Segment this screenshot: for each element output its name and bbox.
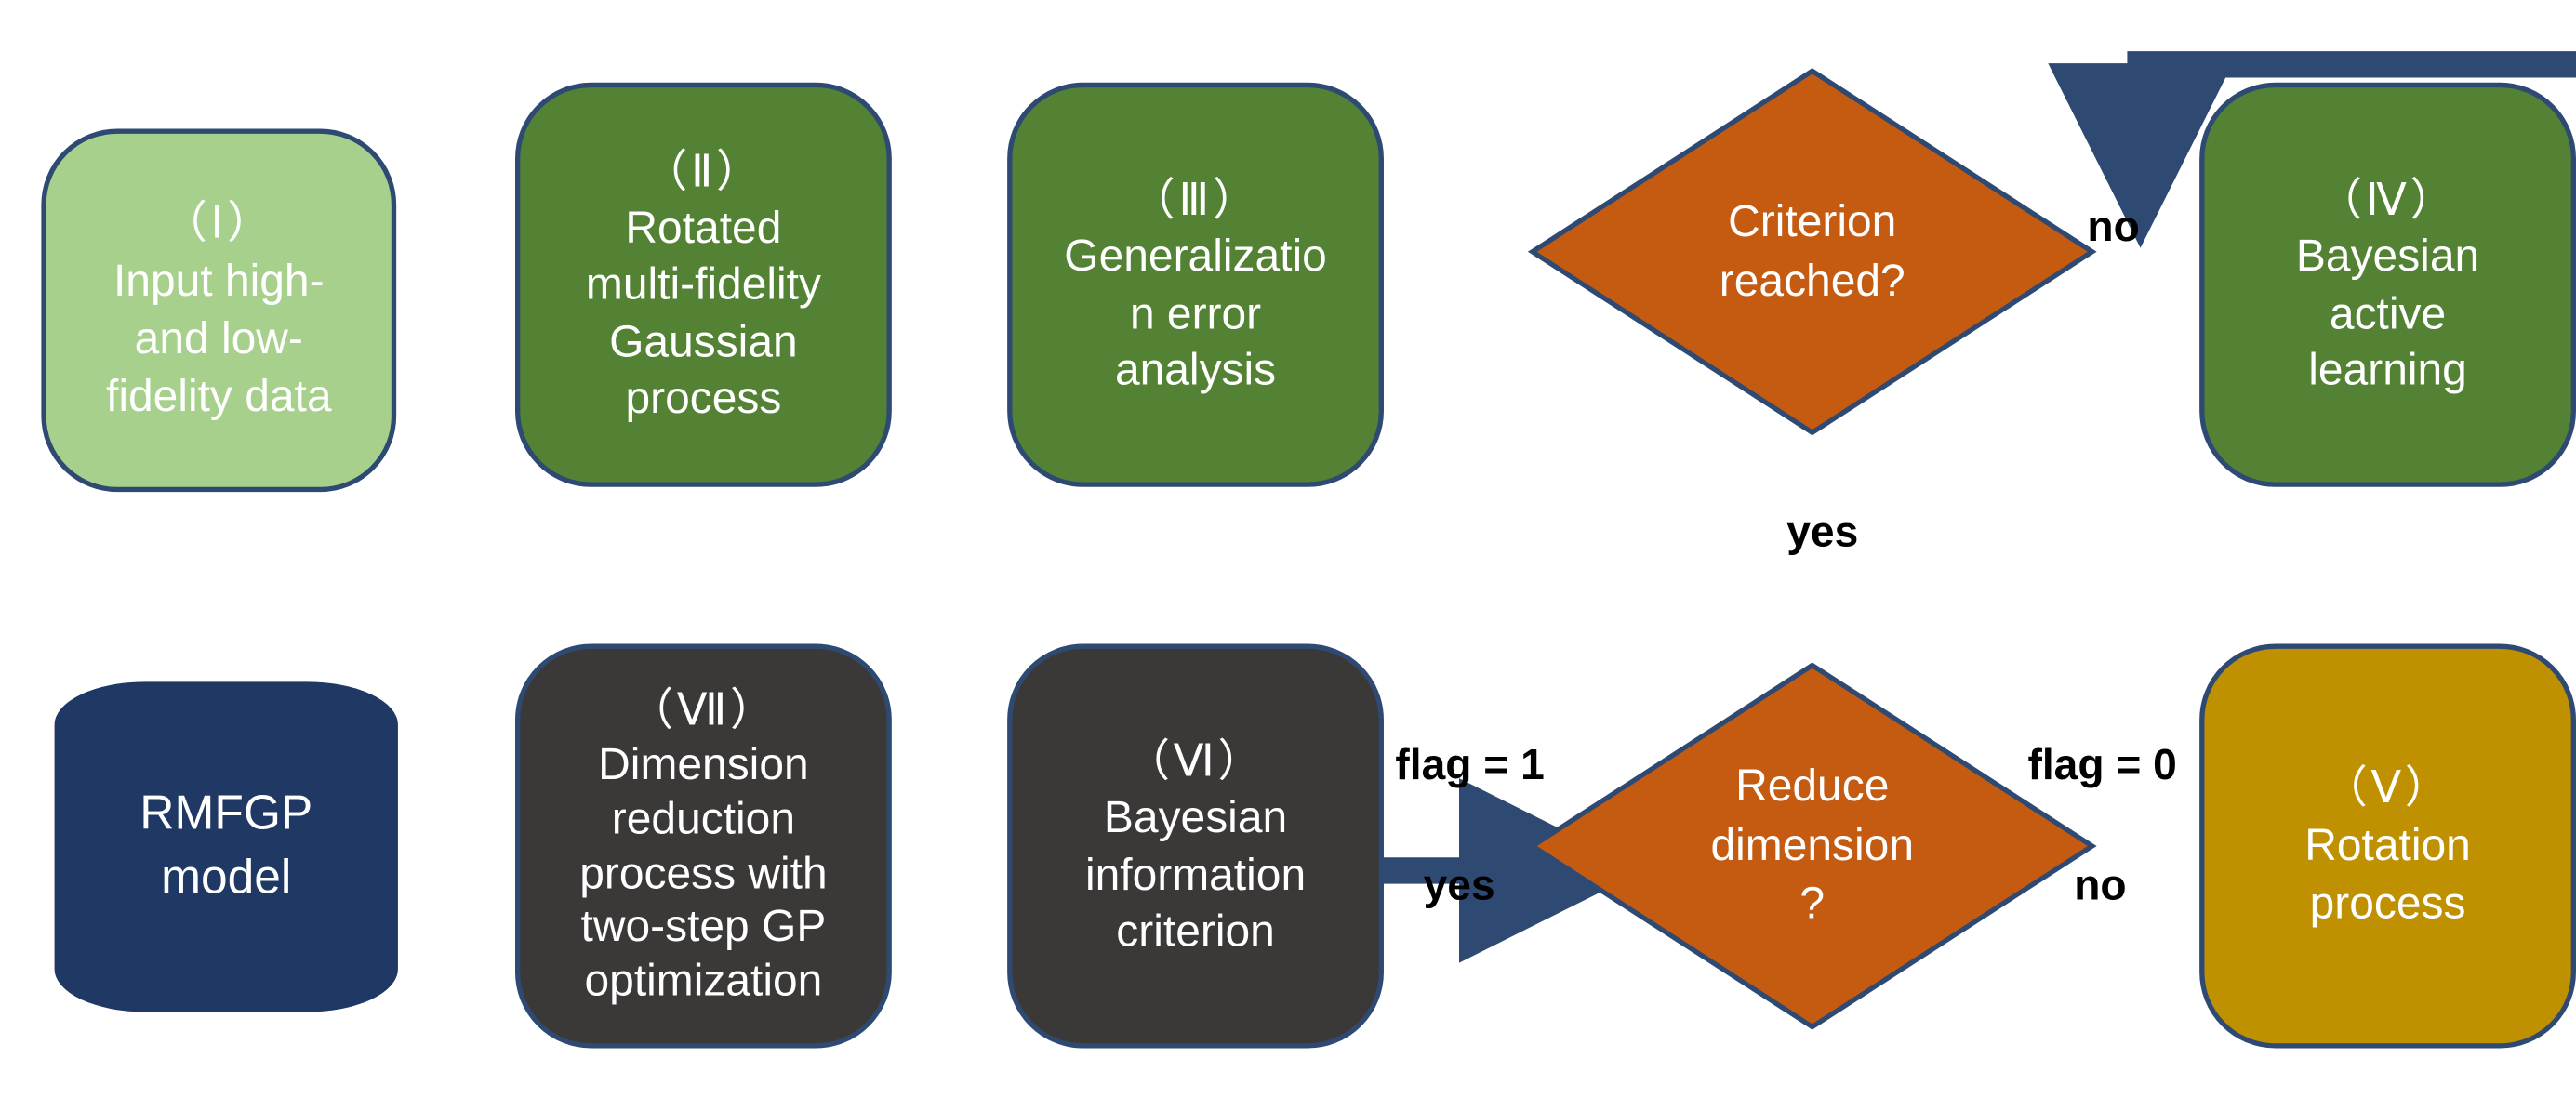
node-step1-input-data[interactable]: （Ⅰ） Input high- and low- fidelity data xyxy=(41,128,397,493)
node-step7-line1: Dimension xyxy=(598,738,809,789)
node-step2-line1: Rotated xyxy=(625,204,782,254)
node-step1-line1: Input high- xyxy=(113,256,325,306)
node-step1-line3: fidelity data xyxy=(106,371,332,421)
node-step7-dimension-reduction[interactable]: （Ⅶ） Dimension reduction process with two… xyxy=(514,643,892,1049)
node-step3-generalization-error[interactable]: （Ⅲ） Generalizatio n error analysis xyxy=(1007,82,1384,487)
node-step4-roman: （Ⅳ） xyxy=(2317,176,2458,226)
node-step6-line3: criterion xyxy=(1116,905,1275,956)
node-step2-line3: Gaussian xyxy=(609,316,798,366)
node-step1-roman: （Ⅰ） xyxy=(162,197,275,248)
node-step5-line2: process xyxy=(2309,878,2466,928)
node-output-line2: model xyxy=(161,852,292,906)
decision1-diamond-shape xyxy=(1527,68,2097,436)
edge-label-criterion-yes: yes xyxy=(1786,507,1859,557)
node-step7-line4: two-step GP xyxy=(580,902,827,952)
node-step7-line3: process with xyxy=(579,847,828,898)
node-step5-line1: Rotation xyxy=(2304,820,2471,870)
node-step3-roman: （Ⅲ） xyxy=(1130,176,1261,226)
node-step4-bayesian-active-learning[interactable]: （Ⅳ） Bayesian active learning xyxy=(2199,82,2576,487)
node-step4-line1: Bayesian xyxy=(2295,231,2480,282)
node-step6-roman: （Ⅵ） xyxy=(1125,736,1266,787)
node-step7-line2: reduction xyxy=(611,793,796,843)
node-decision1-criterion-reached[interactable]: Criterion reached? xyxy=(1527,66,2097,438)
edge-label-reduce-flag-one: flag = 1 xyxy=(1395,739,1545,789)
node-step6-line2: information xyxy=(1084,849,1307,899)
node-output-line1: RMFGP xyxy=(139,787,313,841)
node-step6-bayesian-information-criterion[interactable]: （Ⅵ） Bayesian information criterion xyxy=(1007,643,1384,1049)
edge-label-reduce-yes: yes xyxy=(1423,860,1495,910)
edge-label-criterion-no: no xyxy=(2087,201,2140,251)
node-step3-line2: n error xyxy=(1129,287,1262,338)
node-step2-line4: process xyxy=(625,372,782,422)
node-step7-line5: optimization xyxy=(584,956,823,1007)
node-step4-line3: learning xyxy=(2308,344,2467,394)
node-step1-line2: and low- xyxy=(134,313,303,364)
node-step3-line3: analysis xyxy=(1114,344,1277,394)
edge-label-reduce-no: no xyxy=(2074,860,2127,910)
node-step4-line2: active xyxy=(2329,287,2447,338)
node-step7-roman: （Ⅶ） xyxy=(629,684,778,734)
decision2-diamond-shape xyxy=(1527,662,2097,1030)
node-step2-line2: multi-fidelity xyxy=(585,259,821,310)
node-step6-line1: Bayesian xyxy=(1103,793,1288,843)
edge-label-reduce-flag-zero: flag = 0 xyxy=(2027,739,2177,789)
node-step3-line1: Generalizatio xyxy=(1064,231,1327,282)
node-step2-roman: （Ⅱ） xyxy=(643,147,764,198)
node-decision2-reduce-dimension[interactable]: Reduce dimension ? xyxy=(1527,660,2097,1032)
node-step5-roman: （Ⅴ） xyxy=(2322,762,2453,813)
node-step2-rmfgp[interactable]: （Ⅱ） Rotated multi-fidelity Gaussian proc… xyxy=(514,82,892,487)
node-output-rmfgp-model[interactable]: RMFGP model xyxy=(54,681,398,1012)
node-step5-rotation-process[interactable]: （Ⅴ） Rotation process xyxy=(2199,643,2576,1049)
